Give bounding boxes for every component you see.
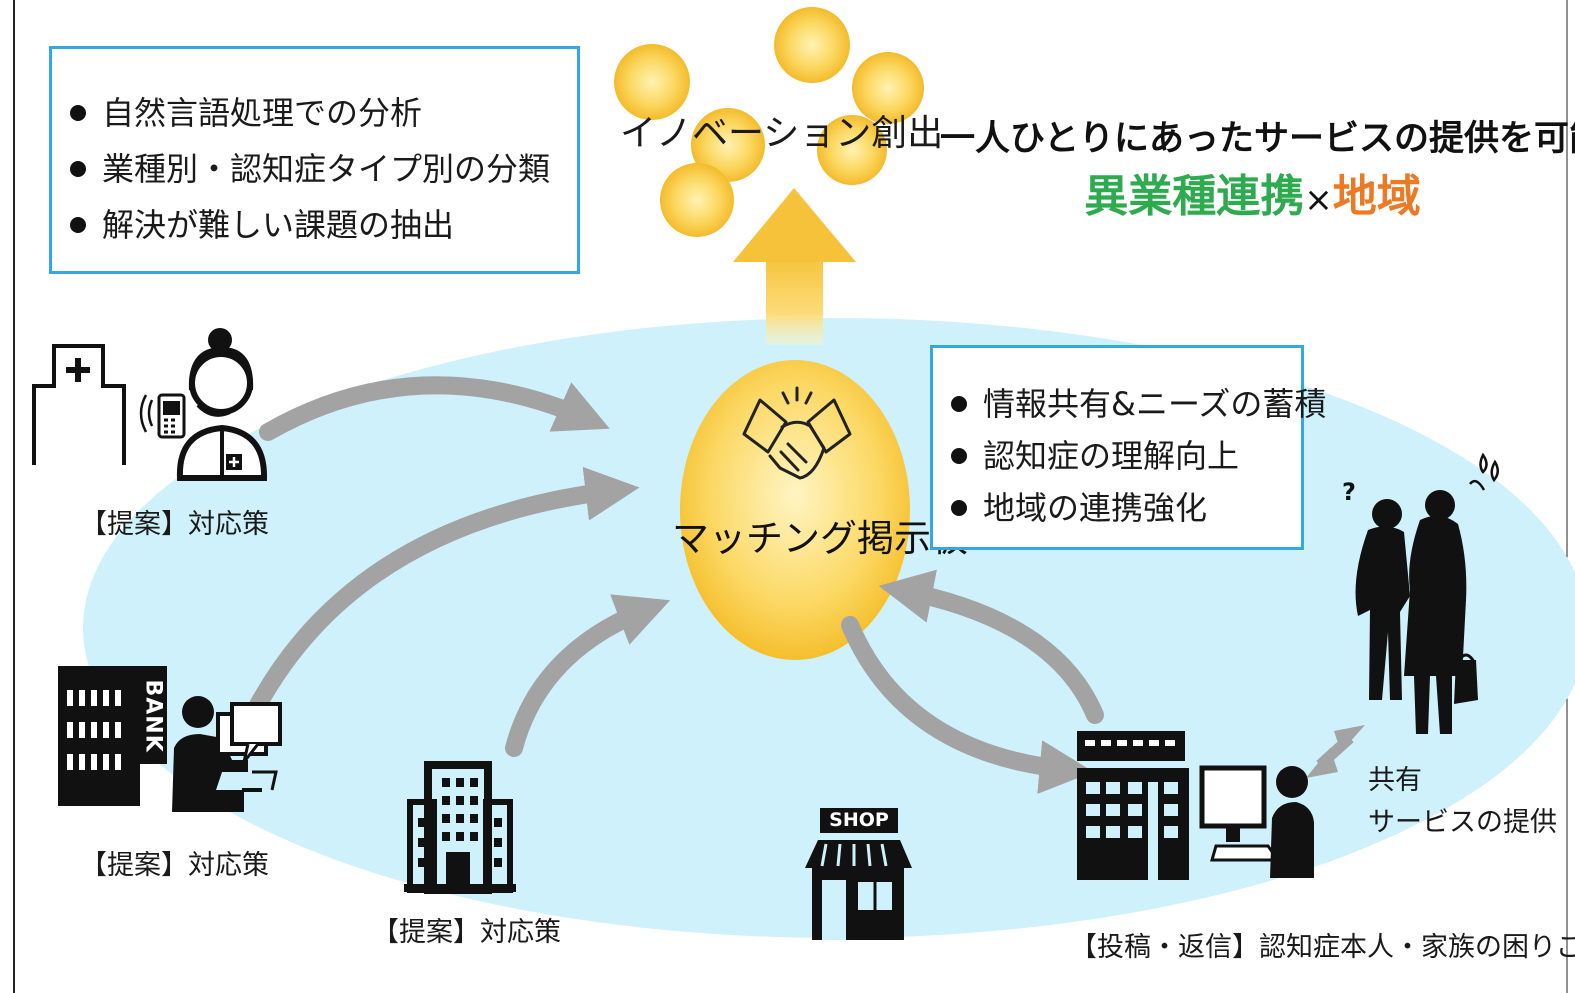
arrow-hospital-to-board	[259, 376, 610, 441]
board-effects-list: 情報共有&ニーズの蓄積 認知症の理解向上 地域の連携強化	[933, 348, 1326, 534]
board-effect-item: 認知症の理解向上	[947, 430, 1301, 482]
shop-icon	[805, 808, 912, 940]
arrow-company-to-board	[505, 594, 671, 757]
company-proposal-label: 【提案】対応策	[372, 917, 561, 948]
analysis-item: 自然言語処理での分析	[66, 85, 577, 141]
office-building-icon	[404, 761, 516, 894]
operator-headset-icon	[176, 328, 268, 481]
mobile-phone-icon	[139, 393, 186, 439]
board-effects-box: 情報共有&ニーズの蓄積 認知症の理解向上 地域の連携強化	[930, 345, 1326, 550]
board-effect-item: 情報共有&ニーズの蓄積	[947, 378, 1326, 430]
upward-arrow-icon	[733, 188, 856, 345]
analysis-box: 自然言語処理での分析 業種別・認知症タイプ別の分類 解決が難しい課題の抽出	[49, 46, 580, 274]
innovation-bubbles	[614, 7, 924, 237]
shop-sign-text: SHOP	[829, 809, 889, 831]
share-label: 共有	[1368, 765, 1422, 796]
two-way-arrow-icon	[1306, 725, 1365, 778]
headline-line2: 異業種連携×地域	[940, 160, 1565, 224]
flow-arrows	[249, 376, 1104, 794]
headline-times: ×	[1304, 180, 1333, 220]
analysis-list: 自然言語処理での分析 業種別・認知症タイプ別の分類 解決が難しい課題の抽出	[52, 49, 577, 253]
board-effect-item: 地域の連携強化	[947, 482, 1301, 534]
office-worker-icon	[172, 696, 282, 812]
analysis-item: 解決が難しい課題の抽出	[66, 197, 577, 253]
elderly-couple-icon	[1355, 452, 1499, 734]
headline-region: 地域	[1332, 171, 1421, 222]
arrow-board-to-post	[841, 616, 1094, 794]
matching-board-label: マッチング掲示板	[672, 517, 968, 560]
headline-industry-collab: 異業種連携	[1084, 171, 1305, 222]
hospital-icon	[32, 344, 126, 465]
innovation-label: イノベーション創出	[620, 113, 944, 154]
bank-sign-text: BANK	[140, 679, 166, 753]
arrow-post-to-board	[878, 569, 1104, 724]
headline-line1: 一人ひとりにあったサービスの提供を可能に	[940, 119, 1575, 159]
headline-panel: 一人ひとりにあったサービスの提供を可能に 異業種連携×地域	[940, 10, 1575, 300]
office-computer-worker-icon	[1077, 731, 1314, 880]
service-provision-label: サービスの提供	[1368, 807, 1557, 838]
bank-building-icon	[58, 666, 167, 806]
hospital-proposal-label: 【提案】対応策	[80, 509, 269, 540]
post-reply-label: 【投稿・返信】認知症本人・家族の困りごと	[1070, 932, 1575, 963]
handshake-icon	[742, 386, 852, 480]
matching-board-core	[680, 360, 910, 660]
question-mark: ?	[1342, 478, 1356, 506]
bank-proposal-label: 【提案】対応策	[80, 850, 269, 881]
analysis-item: 業種別・認知症タイプ別の分類	[66, 141, 577, 197]
arrow-bank-to-board	[249, 466, 640, 714]
